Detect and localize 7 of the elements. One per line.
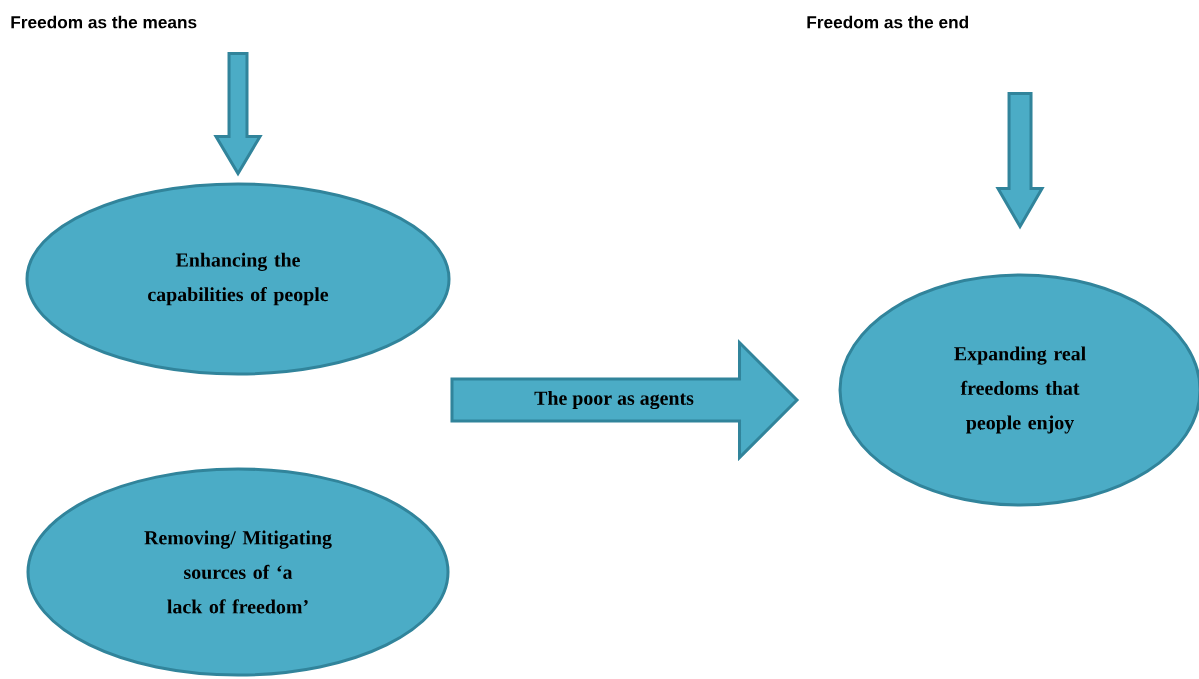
ellipse-node: Enhancing the capabilities of people [25,182,451,376]
ellipse-node: Expanding real freedoms that people enjoy [838,273,1199,507]
ellipse-node: Removing/ Mitigating sources of ‘a lack of freedom’ [26,467,450,677]
block-arrow [213,52,263,177]
heading-text: Freedom as the end [807,15,968,29]
heading-text: Freedom as the means [11,15,197,29]
block-arrow [995,92,1045,230]
